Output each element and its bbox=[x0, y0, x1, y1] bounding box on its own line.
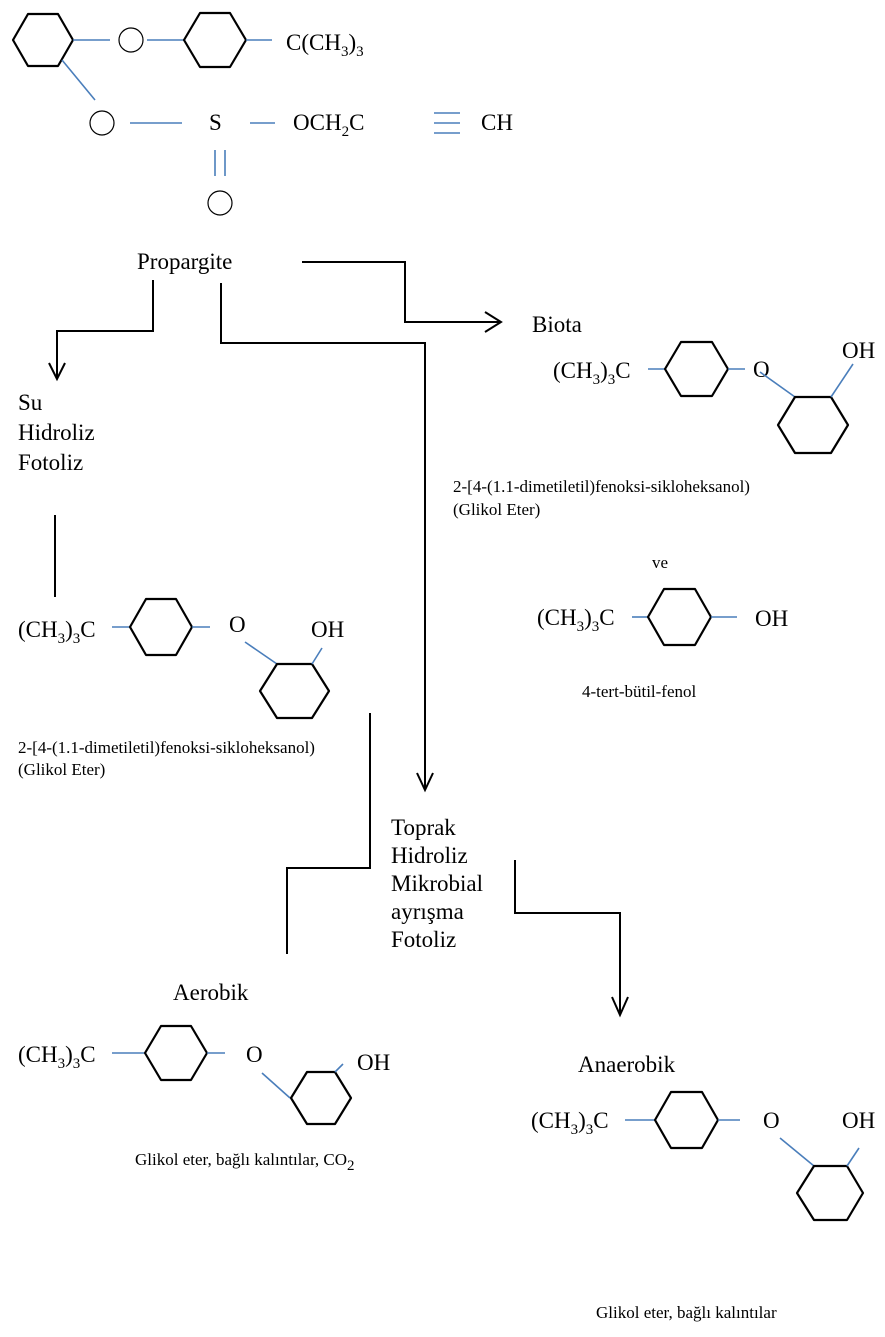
bond bbox=[244, 641, 278, 665]
soil-conditions: Toprak Hidroliz Mikrobial ayrışma Fotoli… bbox=[391, 815, 483, 952]
biota-product-class: (Glikol Eter) bbox=[453, 500, 540, 519]
cyclohexane-ring bbox=[776, 395, 850, 455]
condition-photolysis: Fotoliz bbox=[391, 927, 456, 952]
water-product-class: (Glikol Eter) bbox=[18, 760, 105, 779]
arrow-to-anaerobic bbox=[514, 860, 621, 1013]
propargite-label: Propargite bbox=[137, 249, 232, 274]
bond bbox=[779, 1137, 815, 1167]
cyclohexane-ring bbox=[289, 1070, 353, 1126]
tert-butyl-label: (CH3)3C bbox=[553, 358, 631, 388]
tert-butyl-label: (CH3)3C bbox=[18, 617, 96, 647]
condition-hydrolysis: Hidroliz bbox=[18, 420, 95, 445]
oxygen-circle bbox=[89, 110, 115, 136]
tert-butylphenol-structure: (CH3)3C OH bbox=[537, 587, 788, 647]
bond bbox=[311, 647, 323, 665]
bond bbox=[334, 1063, 344, 1073]
cyclohexane-ring bbox=[11, 12, 75, 68]
water-conditions: Su Hidroliz Fotoliz bbox=[18, 390, 95, 475]
arrowhead bbox=[48, 362, 66, 382]
biota-label: Biota bbox=[532, 312, 582, 337]
aerobic-glycol-ether-structure: (CH3)3C O OH bbox=[18, 1024, 390, 1126]
tert-butyl-label: C(CH3)3 bbox=[286, 30, 364, 60]
cyclohexane-ring bbox=[258, 662, 331, 720]
hydroxyl-label: OH bbox=[357, 1050, 390, 1075]
oxygen-label: O bbox=[753, 357, 770, 382]
bond bbox=[61, 59, 96, 101]
pathway-arrows bbox=[48, 261, 629, 1018]
ch-label: CH bbox=[481, 110, 513, 135]
arrowhead bbox=[416, 772, 434, 793]
propargite-structure: C(CH3)3 S OCH2C CH bbox=[11, 11, 513, 216]
tert-butylphenol-name: 4-tert-bütil-fenol bbox=[582, 682, 697, 701]
anaerobic-label: Anaerobik bbox=[578, 1052, 676, 1077]
benzene-ring bbox=[663, 340, 730, 398]
water-glycol-ether-structure: (CH3)3C O OH bbox=[18, 597, 344, 720]
biota-product-name: 2-[4-(1.1-dimetiletil)fenoksi-sikloheksa… bbox=[453, 477, 750, 496]
ester-label: OCH2C bbox=[293, 110, 364, 140]
benzene-ring bbox=[143, 1024, 209, 1082]
benzene-ring bbox=[128, 597, 194, 657]
condition-decomposition: ayrışma bbox=[391, 899, 464, 924]
oxygen-label: O bbox=[763, 1108, 780, 1133]
biota-glycol-ether-structure: (CH3)3C O OH bbox=[553, 338, 875, 455]
sulfur-label: S bbox=[209, 110, 222, 135]
and-word: ve bbox=[652, 553, 668, 572]
condition-photolysis: Fotoliz bbox=[18, 450, 83, 475]
arrowhead bbox=[484, 311, 503, 333]
anaerobic-glycol-ether-structure: (CH3)3C O OH bbox=[531, 1090, 875, 1222]
anaerobic-products: Glikol eter, bağlı kalıntılar bbox=[596, 1303, 777, 1322]
oxygen-label: O bbox=[229, 612, 246, 637]
aerobic-products: Glikol eter, bağlı kalıntılar, CO2 bbox=[135, 1150, 355, 1174]
hydroxyl-label: OH bbox=[311, 617, 344, 642]
bond bbox=[830, 363, 854, 398]
hydroxyl-label: OH bbox=[842, 1108, 875, 1133]
condition-hydrolysis: Hidroliz bbox=[391, 843, 468, 868]
bond bbox=[759, 371, 796, 398]
bond bbox=[261, 1072, 291, 1099]
oxygen-circle bbox=[207, 190, 233, 216]
line-to-aerobic bbox=[286, 713, 371, 954]
hydroxyl-label: OH bbox=[755, 606, 788, 631]
tert-butyl-label: (CH3)3C bbox=[18, 1042, 96, 1072]
condition-microbial: Mikrobial bbox=[391, 871, 483, 896]
condition-soil: Toprak bbox=[391, 815, 456, 840]
tert-butyl-label: (CH3)3C bbox=[531, 1108, 609, 1138]
arrow-to-soil bbox=[220, 283, 426, 788]
aerobic-label: Aerobik bbox=[173, 980, 249, 1005]
oxygen-circle bbox=[118, 27, 144, 53]
condition-su: Su bbox=[18, 390, 43, 415]
arrowhead bbox=[611, 996, 629, 1018]
benzene-ring bbox=[182, 11, 248, 69]
arrow-to-biota bbox=[302, 261, 499, 323]
water-product-name: 2-[4-(1.1-dimetiletil)fenoksi-sikloheksa… bbox=[18, 738, 315, 757]
benzene-ring bbox=[653, 1090, 720, 1150]
arrow-to-water bbox=[56, 280, 154, 378]
oxygen-label: O bbox=[246, 1042, 263, 1067]
benzene-ring bbox=[646, 587, 713, 647]
cyclohexane-ring bbox=[795, 1164, 865, 1222]
hydroxyl-label: OH bbox=[842, 338, 875, 363]
tert-butyl-label: (CH3)3C bbox=[537, 605, 615, 635]
bond bbox=[846, 1147, 860, 1167]
